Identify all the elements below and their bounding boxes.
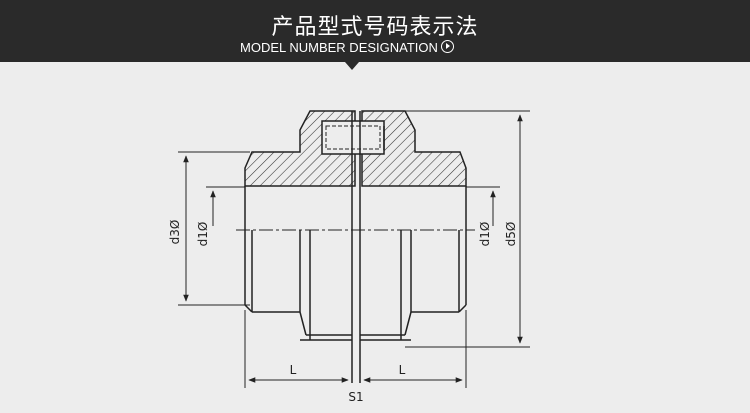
label-L-left: L [290, 363, 297, 377]
subtitle-text: MODEL NUMBER DESIGNATION [240, 40, 438, 55]
label-S1: S1 [348, 390, 363, 404]
play-circle-icon [440, 40, 454, 53]
page-title: 产品型式号码表示法 [271, 15, 479, 40]
header-banner: 产品型式号码表示法 MODEL NUMBER DESIGNATION [0, 0, 750, 62]
label-L-right: L [399, 363, 406, 377]
banner-pointer [345, 62, 359, 70]
label-d1-left: d1Ø [196, 222, 210, 247]
right-hub-section [361, 110, 467, 187]
coupling-body [244, 186, 467, 341]
label-d3: d3Ø [168, 220, 182, 245]
label-d5: d5Ø [504, 222, 518, 247]
label-d1-right: d1Ø [478, 222, 492, 247]
page-subtitle: MODEL NUMBER DESIGNATION [240, 39, 454, 55]
